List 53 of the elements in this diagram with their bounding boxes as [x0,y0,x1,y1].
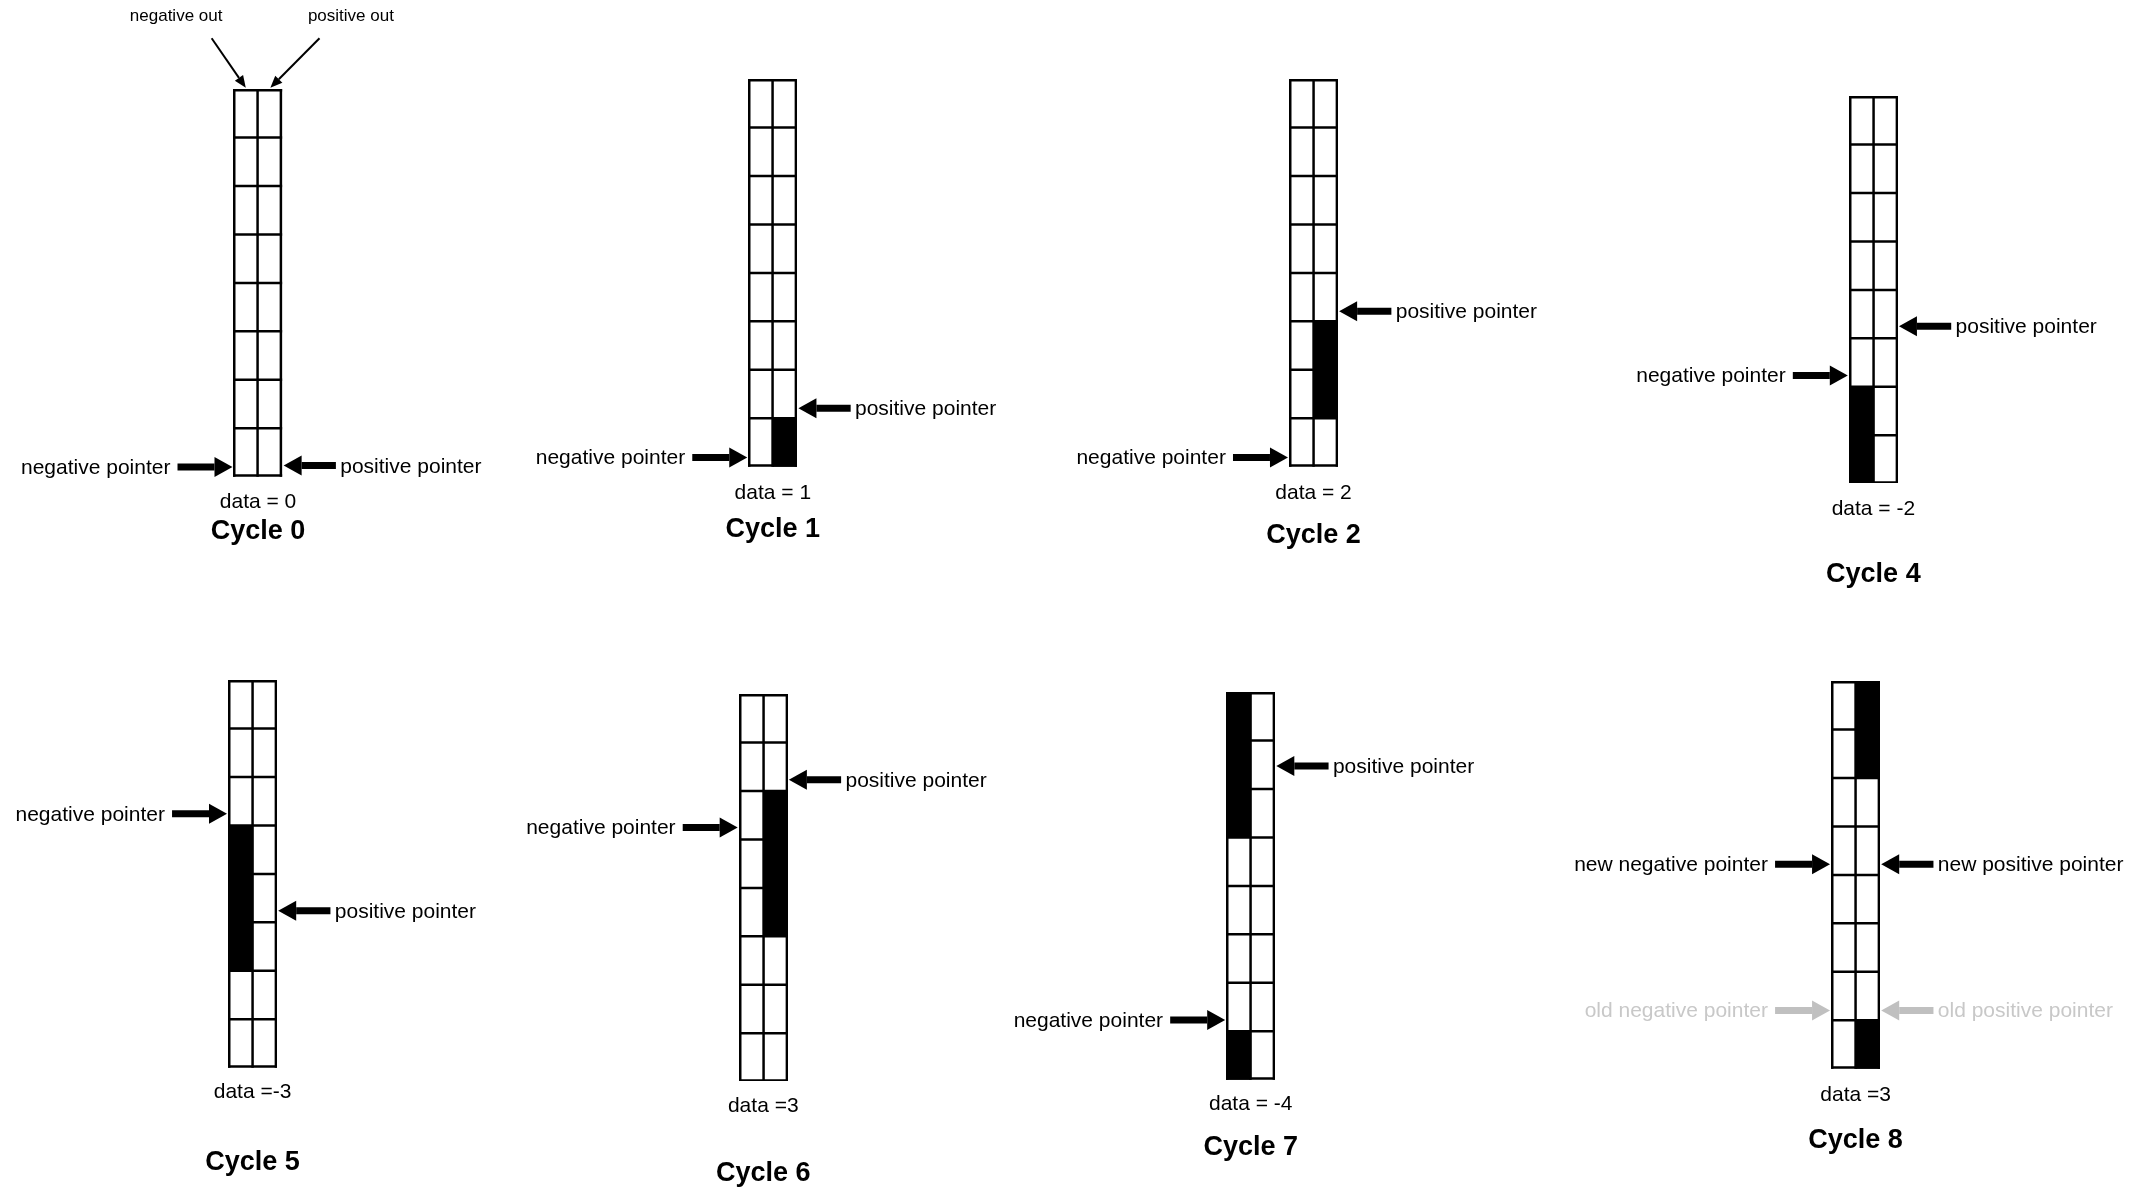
data-value-label: data = -2 [1830,494,1917,521]
pointer-label: negative pointer [17,454,174,479]
pointer-arrow [1881,854,1934,875]
pointer-arrow [1792,365,1848,386]
memory-grid [1831,681,1881,1070]
pointer-label: positive pointer [1329,754,1478,778]
pointer-label: new negative pointer [1571,852,1771,877]
pointer-label: negative pointer [523,815,679,840]
cycle-label: Cycle 8 [1807,1122,1904,1155]
memory-grid [228,680,278,1068]
pointer-label: positive pointer [852,396,1000,421]
arrow [210,37,246,88]
pointer-label: negative pointer [1073,445,1229,470]
cycle-label: Cycle 5 [204,1144,301,1177]
memory-grid [1226,692,1276,1081]
data-value-label: data = 0 [218,488,298,515]
data-value-label: data =-3 [212,1077,293,1104]
memory-grid [738,693,788,1082]
data-value-label: data =3 [1819,1080,1892,1107]
data-value-label: data = 1 [733,478,813,505]
data-value-label: data =3 [726,1091,800,1118]
pointer-label: positive pointer [1392,299,1540,324]
pointer-label: positive pointer [842,767,990,792]
arrow [270,37,321,88]
cycle-label: Cycle 4 [1825,557,1922,590]
pointer-arrow [177,457,233,477]
pointer-label: negative pointer [532,445,689,470]
pointer-label: negative pointer [12,801,168,826]
pointer-label: positive pointer [1952,314,2100,339]
memory-grid [748,79,798,467]
cycle-label: Cycle 2 [1265,517,1362,550]
pointer-label: positive pointer [331,898,480,923]
memory-grid [233,88,283,477]
data-value-label: data = 2 [1274,478,1353,505]
data-value-label: data = -4 [1208,1090,1294,1117]
port-label: positive out [304,4,397,29]
memory-grid [1848,95,1898,484]
memory-grid [1288,79,1339,467]
cycle-label: Cycle 1 [724,512,822,545]
pointer-arrow [1898,316,1952,337]
cycle-label: Cycle 6 [714,1155,812,1187]
port-label: negative out [126,4,226,29]
cycle-label: Cycle 0 [209,513,307,546]
pointer-label: negative pointer [1010,1007,1167,1032]
cycle-label: Cycle 7 [1202,1129,1299,1162]
pointer-label: negative pointer [1633,363,1789,388]
pointer-label: new positive pointer [1934,852,2127,877]
pointer-arrow [278,900,331,921]
pointer-arrow [1881,1000,1934,1021]
pointer-arrow [788,769,842,790]
pointer-arrow [682,817,738,838]
pointer-label: positive pointer [337,453,485,478]
pointer-arrow [1339,301,1392,322]
